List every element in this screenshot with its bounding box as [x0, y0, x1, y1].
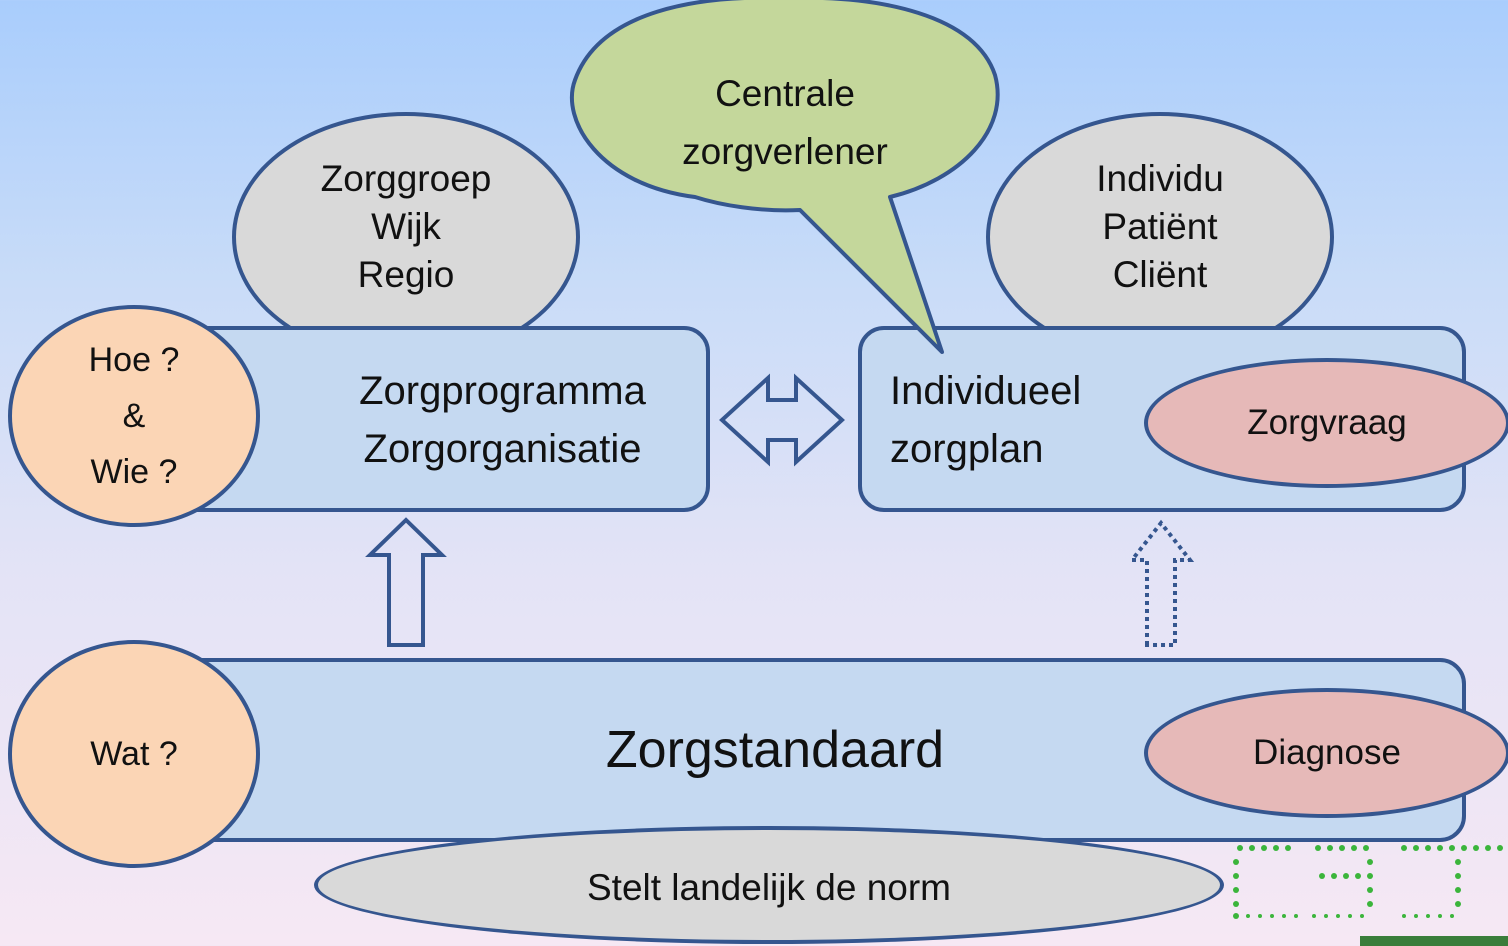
ellipse-diagnose: Diagnose [1144, 688, 1508, 818]
hoe-wie-label: Hoe ? & Wie ? [88, 341, 180, 491]
ellipse-zorgvraag: Zorgvraag [1144, 358, 1508, 488]
logo-icon [1233, 845, 1508, 946]
double-arrow-icon [719, 373, 845, 467]
norm-label: Stelt landelijk de norm [586, 866, 952, 908]
ellipse-hoe-wie: Hoe ? & Wie ? [8, 305, 260, 527]
up-arrow-solid-icon [365, 517, 447, 647]
zorgstandaard-label: Zorgstandaard [605, 721, 945, 779]
wat-label: Wat ? [90, 734, 178, 773]
zorgprogramma-label: Zorgprogramma Zorgorganisatie [359, 369, 646, 471]
callout-label: Centrale zorgverlener [682, 73, 888, 172]
diagnose-label: Diagnose [1253, 733, 1401, 773]
zorgplan-label: Individueel zorgplan [890, 369, 1082, 471]
up-arrow-dotted-icon [1127, 519, 1195, 647]
ellipse-individu-label: Individu Patiënt Cliënt [1096, 157, 1224, 296]
ellipse-zorggroep-wijk-regio: Zorggroep Wijk Regio [232, 112, 580, 362]
ellipse-individu-patient-client: Individu Patiënt Cliënt [986, 112, 1334, 362]
ellipse-zorggroep-label: Zorggroep Wijk Regio [320, 157, 492, 296]
ellipse-wat: Wat ? [8, 640, 260, 868]
ellipse-landelijke-norm: Stelt landelijk de norm [314, 826, 1224, 944]
zorgvraag-label: Zorgvraag [1247, 403, 1407, 443]
callout-bubble [569, 0, 1000, 354]
